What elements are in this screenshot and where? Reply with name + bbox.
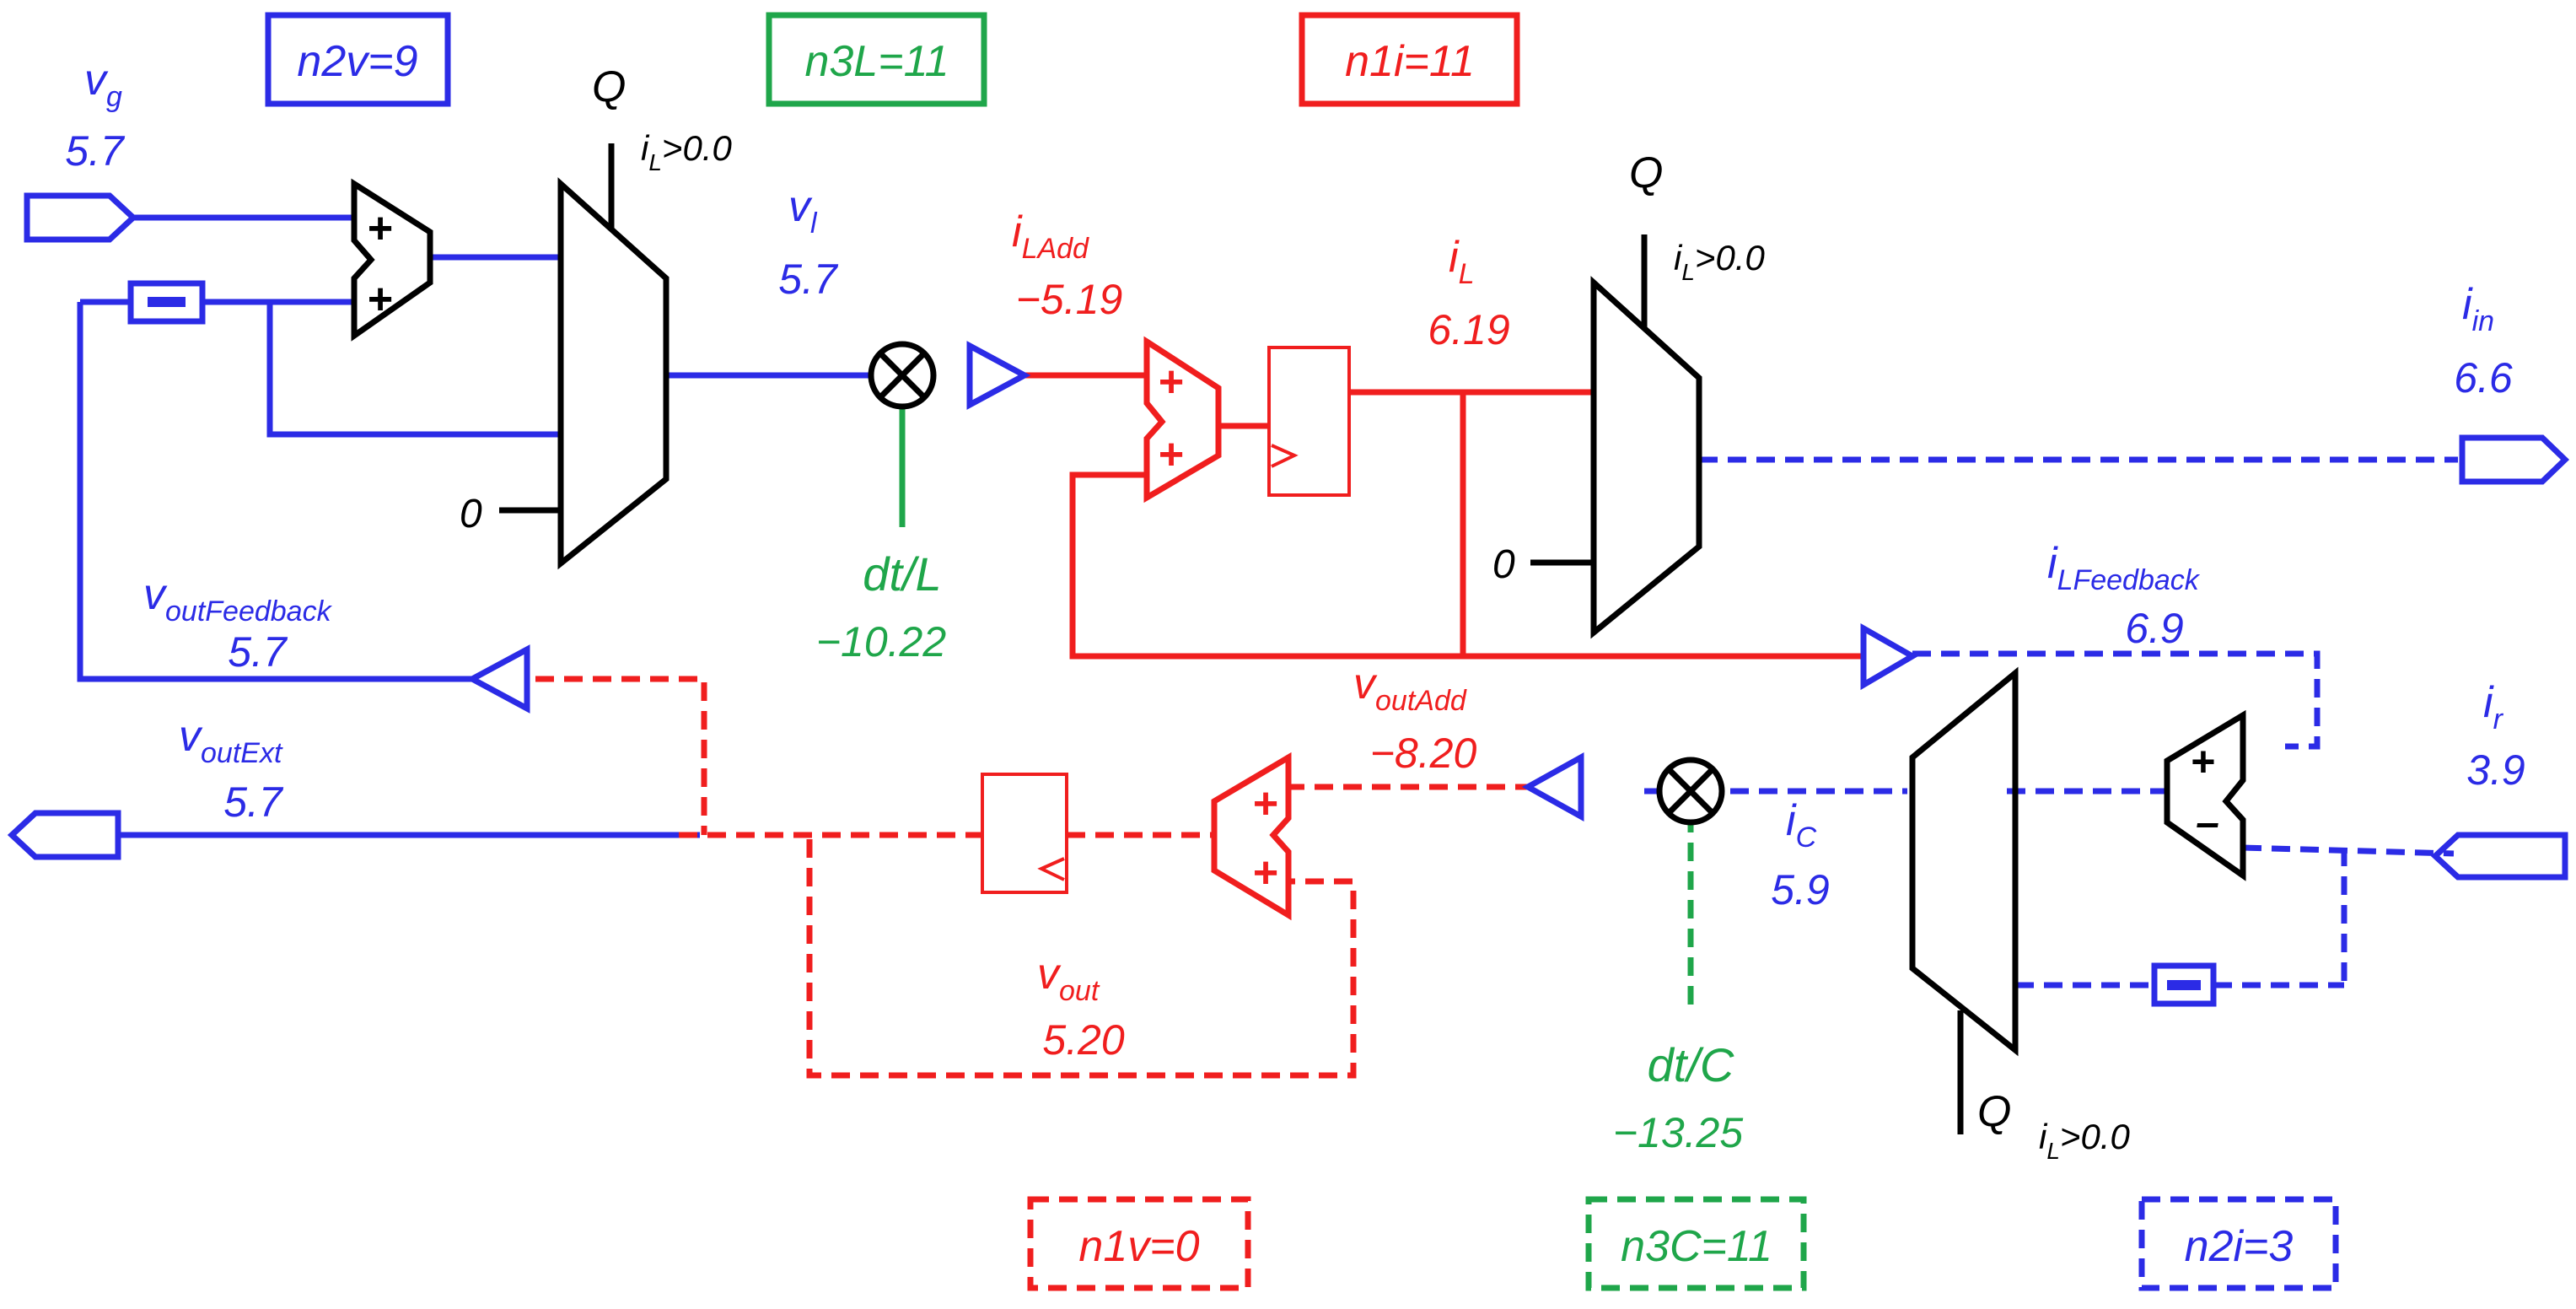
adder-vl-plus-1: +: [367, 204, 392, 253]
signal-iin-value: 6.6: [2454, 354, 2513, 401]
register-iL: [1267, 346, 1351, 497]
counter-n1v: n1v=0: [1027, 1196, 1251, 1291]
signal-dtL: dt/L −10.22: [816, 547, 947, 665]
counter-n2v: n2v=9: [265, 12, 451, 107]
signal-dtC: dt/C −13.25: [1613, 1038, 1744, 1156]
signal-iin-name: iin: [2462, 280, 2494, 337]
signal-vl: vl 5.7: [778, 182, 839, 303]
signal-voutFeedback: voutFeedback 5.7: [143, 570, 333, 676]
multiplier-dtL: [868, 341, 937, 410]
signal-iC: iC 5.9: [1771, 796, 1830, 913]
port-iin: [2459, 434, 2570, 485]
adder-vl-plus-2: +: [367, 275, 392, 324]
port-voutExt: [7, 810, 121, 860]
signal-dtL-value: −10.22: [816, 618, 947, 665]
signal-iLFeedback: iLFeedback 6.9: [2047, 539, 2201, 652]
counter-n1i: n1i=11: [1299, 12, 1520, 107]
mux-iC-condition: iL>0.0: [2039, 1117, 2130, 1164]
signal-vl-name: vl: [788, 182, 818, 240]
signal-voutExt-name: voutExt: [179, 712, 283, 769]
converter-voutFeedback: [465, 644, 530, 714]
counter-n1v-label: n1v=0: [1078, 1222, 1199, 1271]
signal-iL: iL 6.19: [1428, 233, 1509, 353]
adder-iLAdd-plus-2: +: [1158, 430, 1183, 479]
signal-iL-value: 6.19: [1428, 306, 1509, 353]
negate-block-bottom: [2151, 962, 2217, 1007]
mux-iC: Q iL>0.0: [1909, 666, 2130, 1164]
converter-iLFeedback: [1860, 622, 1918, 691]
adder-voutAdd: + +: [1211, 751, 1292, 921]
signal-vg: vg 5.7: [65, 56, 126, 175]
counter-n1i-label: n1i=11: [1345, 37, 1475, 86]
signal-ir-value: 3.9: [2466, 746, 2525, 794]
counter-n2v-label: n2v=9: [297, 37, 417, 86]
counter-n3L-label: n3L=11: [804, 37, 949, 86]
counter-n2i: n2i=3: [2138, 1196, 2339, 1291]
signal-dtC-value: −13.25: [1613, 1109, 1744, 1156]
signal-vg-value: 5.7: [65, 127, 126, 175]
mux-iC-select: Q: [1977, 1087, 2011, 1136]
signal-voutFeedback-value: 5.7: [228, 628, 288, 676]
multiplier-dtC: [1656, 757, 1725, 826]
mux-iin: Q iL>0.0 0: [1492, 148, 1765, 639]
signal-iC-value: 5.9: [1771, 866, 1830, 913]
adder-iC-minus: –: [2196, 799, 2219, 846]
counter-n3L: n3L=11: [766, 12, 987, 107]
signal-voutExt-value: 5.7: [223, 778, 284, 826]
signal-voutAdd: voutAdd −8.20: [1353, 660, 1476, 777]
wires-red-solid: [1024, 372, 1863, 660]
adder-iLAdd: + +: [1143, 336, 1222, 504]
signal-iin: iin 6.6: [2454, 280, 2513, 401]
adder-voutAdd-plus-1: +: [1252, 779, 1277, 828]
signal-ir: ir 3.9: [2466, 678, 2525, 794]
signal-vl-value: 5.7: [778, 256, 839, 303]
mux-vl-zero: 0: [460, 492, 482, 536]
signal-vout-value: 5.20: [1042, 1016, 1125, 1064]
port-vg: [24, 192, 138, 243]
mux-vl-select: Q: [592, 62, 626, 111]
counter-n3C: n3C=11: [1585, 1196, 1807, 1291]
wires-red-dashed: [535, 676, 1528, 1079]
signal-vout: vout 5.20: [1037, 950, 1125, 1064]
signal-vout-name: vout: [1037, 950, 1100, 1007]
signal-voutAdd-name: voutAdd: [1353, 660, 1467, 717]
signal-iLFeedback-name: iLFeedback: [2047, 539, 2201, 596]
signal-voutAdd-value: −8.20: [1370, 730, 1477, 777]
signal-vg-name: vg: [84, 56, 122, 113]
converter-voutAdd-shape: [1521, 752, 1584, 821]
signal-iLAdd-name: iLAdd: [1012, 207, 1089, 265]
mux-vl: Q iL>0.0 0: [460, 62, 732, 570]
mux-iin-condition: iL>0.0: [1674, 238, 1765, 285]
negate-block-top: [127, 280, 206, 325]
wires-blue-solid: [77, 214, 869, 838]
port-ir: [2430, 832, 2568, 881]
mux-iin-zero: 0: [1492, 542, 1515, 587]
signal-dtC-name: dt/C: [1648, 1038, 1734, 1091]
signal-iLFeedback-value: 6.9: [2125, 605, 2184, 652]
signal-voutExt: voutExt 5.7: [179, 712, 284, 826]
signal-iLAdd: iLAdd −5.19: [1012, 207, 1122, 323]
converter-iLAdd: [966, 341, 1031, 410]
mux-vl-condition: iL>0.0: [641, 128, 732, 175]
signal-iL-name: iL: [1449, 233, 1474, 290]
signal-iLAdd-value: −5.19: [1016, 276, 1123, 323]
signal-iC-name: iC: [1786, 796, 1817, 854]
signal-ir-name: ir: [2483, 678, 2504, 735]
signal-dtL-name: dt/L: [863, 547, 941, 601]
adder-iC: + –: [2164, 709, 2246, 881]
mux-iin-select: Q: [1629, 148, 1663, 197]
counter-n3C-label: n3C=11: [1621, 1222, 1772, 1271]
adder-voutAdd-plus-2: +: [1252, 848, 1277, 897]
register-vout: [981, 773, 1068, 894]
adder-vl: + +: [351, 178, 433, 342]
adder-iLAdd-plus-1: +: [1158, 358, 1183, 407]
adder-iC-plus: +: [2190, 738, 2214, 785]
signal-voutFeedback-name: voutFeedback: [143, 570, 333, 628]
counter-n2i-label: n2i=3: [2185, 1222, 2294, 1271]
